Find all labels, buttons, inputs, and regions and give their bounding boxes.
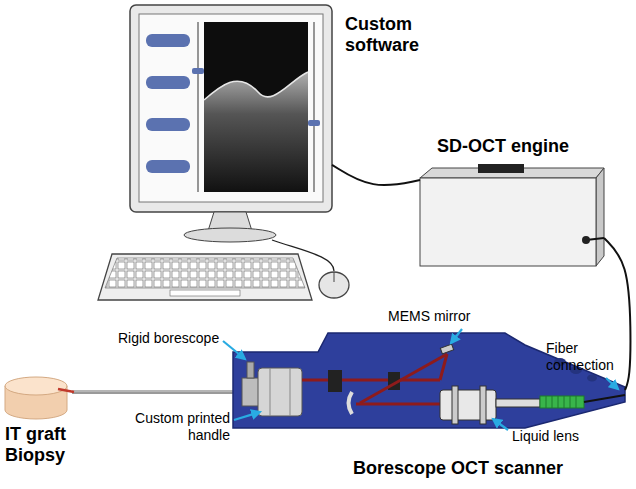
beam-path: [360, 354, 447, 403]
edge-group: [332, 165, 630, 390]
rod-tip: [58, 389, 74, 392]
mems-mirror: [440, 344, 453, 354]
leader-arrow: [606, 378, 618, 389]
biopsy-top: [5, 377, 67, 395]
slider-track: [314, 22, 315, 192]
engine-top-panel: [478, 164, 524, 173]
engine-box: SD-OCT engine: [420, 164, 604, 266]
keyboard-keys: [105, 258, 305, 288]
leader-arrow: [451, 329, 462, 343]
handle-detail: [554, 358, 566, 366]
slider-track: [198, 22, 199, 192]
lens-ring: [480, 386, 486, 424]
mount-collar: [242, 378, 260, 406]
liquid-lens: [440, 390, 496, 420]
mouse: [319, 272, 349, 298]
fiber-connector: [540, 396, 584, 408]
fold-mirror: [349, 392, 353, 414]
slider-handle: [308, 120, 320, 126]
handle-detail: [587, 375, 597, 382]
oct-image: [204, 22, 308, 192]
handle-detail: [570, 366, 582, 374]
collimator: [496, 399, 540, 407]
oct-surface: [204, 72, 308, 100]
software-button: [146, 76, 190, 89]
part-label: Fiber connection: [546, 340, 630, 374]
software-button: [146, 118, 190, 131]
keyboard: [98, 254, 312, 300]
cable-connector: [604, 238, 630, 390]
part-label: Custom printed handle: [100, 410, 230, 444]
scanner-node: Borescope OCT scanner: [233, 333, 625, 428]
leader-arrow: [493, 419, 508, 430]
mount-screw: [247, 362, 254, 378]
space-bar: [170, 290, 240, 296]
borescope-rod: [72, 390, 244, 394]
node-heading: Custom software: [345, 14, 437, 56]
monitor-base: [184, 228, 276, 242]
part-label: Liquid lens: [512, 428, 612, 445]
engine-front: [420, 178, 596, 266]
connector-ridges: [546, 396, 576, 408]
monitor-node: Custom software: [130, 5, 332, 240]
node-heading: Borescope OCT scanner: [353, 458, 563, 479]
engine-side: [596, 168, 604, 266]
mount-body: [258, 368, 302, 416]
internal-fiber: [584, 395, 625, 402]
software-button: [146, 160, 190, 173]
printed-handle: [233, 333, 625, 428]
beam-path: [356, 403, 440, 406]
part-label: Rigid borescope: [118, 330, 238, 347]
rod-highlight: [72, 391, 244, 392]
part-label: MEMS mirror: [388, 308, 498, 325]
cable-connector: [332, 165, 420, 185]
mouse-button-split: [334, 272, 335, 282]
node-heading: SD-OCT engine: [437, 136, 569, 157]
monitor-screen: [139, 14, 323, 202]
biopsy-node: IT graft Biopsy: [5, 377, 67, 421]
mount-ring: [270, 368, 271, 416]
monitor-frame: [130, 5, 332, 212]
software-button: [146, 34, 190, 47]
oct-tissue: [204, 72, 308, 192]
node-heading: IT graft Biopsy: [5, 424, 85, 466]
mount-ring: [290, 368, 291, 416]
lens-holder: [328, 370, 342, 392]
leader-arrow: [234, 412, 260, 420]
beam-path: [302, 379, 440, 382]
fiber-socket: [582, 236, 590, 244]
leader-arrow: [223, 341, 245, 359]
lens-ring: [452, 386, 458, 424]
slider-handle: [192, 68, 204, 74]
